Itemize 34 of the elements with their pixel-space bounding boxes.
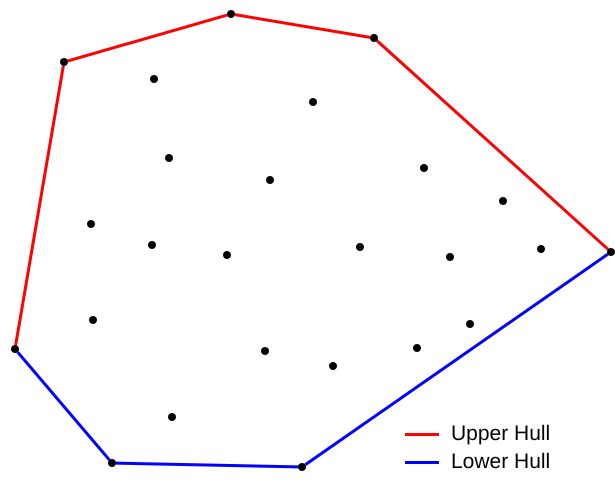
legend-label: Lower Hull: [451, 450, 550, 474]
point-dot: [108, 459, 116, 467]
hull-edge: [116, 462, 298, 468]
point-dot: [11, 345, 19, 353]
point-dot: [356, 243, 364, 251]
point-dot: [309, 98, 317, 106]
point-dot: [266, 176, 274, 184]
hull-edge: [14, 66, 65, 346]
point-dot: [165, 154, 173, 162]
hull-edge: [304, 253, 609, 466]
hull-edge: [376, 40, 610, 250]
point-dot: [420, 164, 428, 172]
hull-edge: [234, 13, 370, 39]
point-dot: [60, 58, 68, 66]
point-dot: [150, 75, 158, 83]
point-dot: [261, 347, 269, 355]
point-dot: [227, 10, 235, 18]
hull-edge: [16, 351, 111, 461]
point-dot: [413, 344, 421, 352]
point-dot: [466, 320, 474, 328]
point-dot: [537, 245, 545, 253]
legend-label: Upper Hull: [451, 422, 550, 446]
point-dot: [89, 316, 97, 324]
point-dot: [168, 413, 176, 421]
point-dot: [446, 253, 454, 261]
point-dot: [499, 197, 507, 205]
point-dot: [148, 241, 156, 249]
point-dot: [370, 34, 378, 42]
point-dot: [607, 248, 615, 256]
point-dot: [329, 362, 337, 370]
point-dot: [298, 463, 306, 471]
point-dot: [87, 220, 95, 228]
hull-edge: [67, 14, 228, 62]
point-dot: [223, 251, 231, 259]
